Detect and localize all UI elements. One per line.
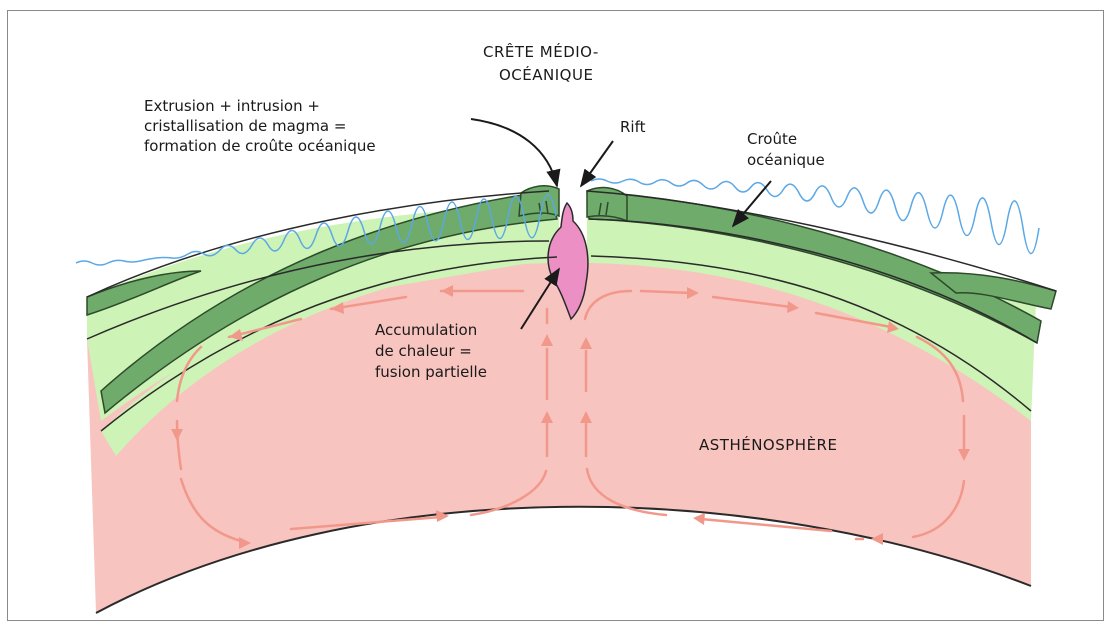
heat-label-line3: fusion partielle <box>375 363 487 381</box>
extrusion-label-line3: formation de croûte océanique <box>144 137 376 155</box>
extrusion-label-line2: cristallisation de magma = <box>144 117 346 135</box>
figure-frame: CRÊTE MÉDIO- OCÉANIQUE Extrusion + intru… <box>7 10 1104 621</box>
extrusion-label-line1: Extrusion + intrusion + <box>144 97 320 115</box>
crust-label-line2: océanique <box>747 151 825 169</box>
ridge-label-line1: CRÊTE MÉDIO- <box>483 42 599 61</box>
ridge-diagram: CRÊTE MÉDIO- OCÉANIQUE Extrusion + intru… <box>8 11 1105 622</box>
extrusion-pointer <box>471 119 557 186</box>
rift-label: Rift <box>620 118 646 136</box>
heat-label-line1: Accumulation <box>375 321 477 339</box>
crust-label-line1: Croûte <box>747 130 797 148</box>
ridge-label-line2: OCÉANIQUE <box>499 65 593 84</box>
asthenosphere-label: ASTHÉNOSPHÈRE <box>699 435 837 454</box>
heat-label-line2: de chaleur = <box>375 342 472 360</box>
